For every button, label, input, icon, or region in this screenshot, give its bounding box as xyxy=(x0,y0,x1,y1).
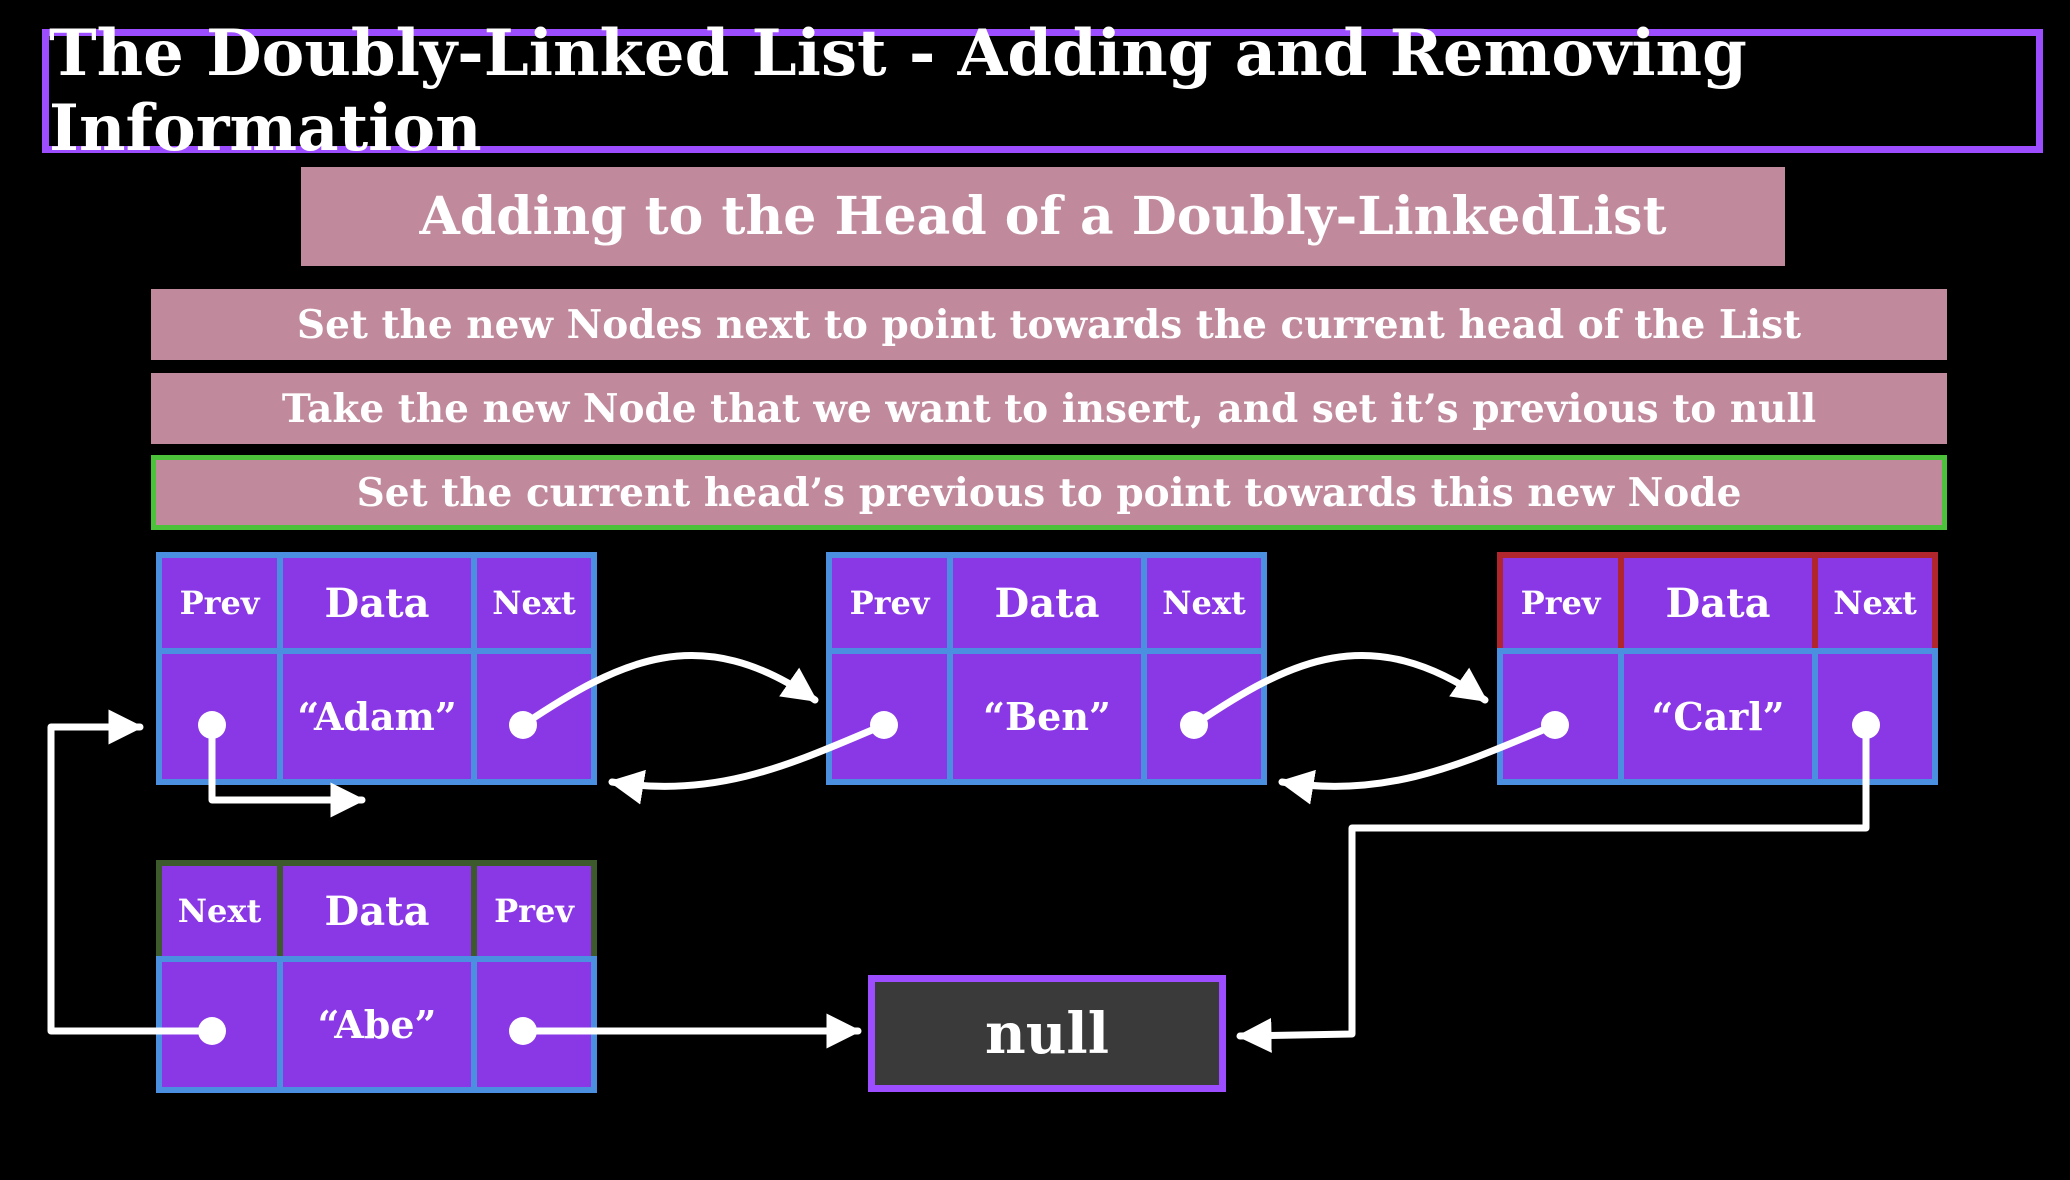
pointer-dot xyxy=(1180,711,1208,739)
step-3-highlighted: Set the current head’s previous to point… xyxy=(151,455,1947,530)
next-header: Next xyxy=(1812,552,1938,654)
arrow-ben-prev-to-adam xyxy=(608,721,888,805)
arrow-carl-next-to-null xyxy=(1236,721,1870,1053)
arrow-ben-next-to-carl xyxy=(1190,652,1489,729)
step-2: Take the new Node that we want to insert… xyxy=(151,373,1947,444)
null-box: null xyxy=(868,975,1226,1092)
subtitle-banner: Adding to the Head of a Doubly-LinkedLis… xyxy=(301,167,1785,266)
pointer-dot xyxy=(198,1017,226,1045)
title-box: The Doubly-Linked List - Adding and Remo… xyxy=(42,16,2043,166)
arrow-adam-next-to-ben xyxy=(519,652,819,729)
arrow-adam-prev-to-abe xyxy=(208,721,366,818)
pointer-dot xyxy=(198,711,226,739)
next-pointer-cell xyxy=(471,648,597,785)
next-header: Next xyxy=(471,552,597,654)
pointer-dot xyxy=(509,711,537,739)
data-header: Data xyxy=(277,552,477,654)
arrow-carl-prev-to-ben xyxy=(1278,721,1559,805)
pointer-dot xyxy=(870,711,898,739)
pointer-dot xyxy=(1852,711,1880,739)
page-title: The Doubly-Linked List - Adding and Remo… xyxy=(49,16,1747,166)
step-1: Set the new Nodes next to point towards … xyxy=(151,289,1947,360)
pointer-dot xyxy=(509,1017,537,1045)
arrow-abe-next-to-adam xyxy=(47,709,216,1035)
data-header: Data xyxy=(277,860,477,962)
prev-pointer-cell xyxy=(1497,648,1624,785)
pointer-dot xyxy=(1541,711,1569,739)
data-value: “Adam” xyxy=(277,648,477,785)
data-value: “Abe” xyxy=(277,956,477,1093)
next-header: Next xyxy=(1141,552,1267,654)
